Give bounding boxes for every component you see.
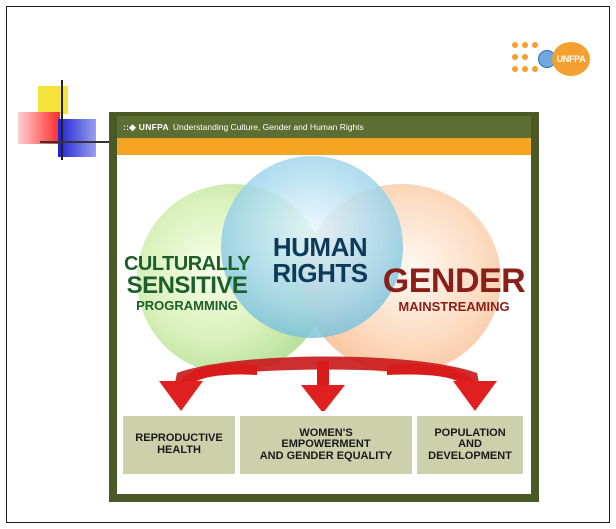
box2-line3: AND GENDER EQUALITY — [259, 449, 393, 462]
box2-line2: EMPOWERMENT — [281, 438, 371, 451]
logo-text: UNFPA — [552, 42, 590, 76]
box3-line2: AND — [458, 438, 482, 451]
arrows-graphic — [159, 356, 497, 411]
human-rights-circle — [221, 156, 403, 338]
arrow-right-head — [453, 381, 497, 411]
orange-bar — [117, 138, 531, 155]
womens-empowerment-box: WOMEN'S EMPOWERMENT AND GENDER EQUALITY — [240, 416, 412, 474]
arrow-band — [175, 356, 479, 383]
arrow-right-stem — [387, 363, 475, 387]
poster-inner: ::◆ UNFPA Understanding Culture, Gender … — [117, 116, 531, 494]
poster-header-title: Understanding Culture, Gender and Human … — [172, 122, 364, 132]
box1-line1: REPRODUCTIVE — [135, 432, 223, 445]
gender-line2: MAINSTREAMING — [398, 299, 510, 314]
arrow-left-stem — [179, 363, 257, 387]
decorative-vertical-line — [61, 80, 63, 160]
hr-line2: RIGHTS — [272, 258, 368, 288]
gender-line1: GENDER — [382, 262, 526, 300]
arrow-left-head — [159, 381, 203, 411]
box2-line1: WOMEN'S — [299, 426, 353, 439]
poster-header: ::◆ UNFPA Understanding Culture, Gender … — [117, 116, 531, 138]
cult-line2: SENSITIVE — [126, 272, 248, 299]
unfpa-logo: UNFPA — [512, 40, 592, 76]
human-rights-label: HUMAN RIGHTS — [265, 234, 375, 286]
poster: ::◆ UNFPA Understanding Culture, Gender … — [109, 112, 539, 502]
population-development-box: POPULATION AND DEVELOPMENT — [417, 416, 523, 474]
gender-mainstreaming-label: GENDER MAINSTREAMING — [379, 264, 529, 313]
decorative-blue-square — [58, 119, 96, 157]
culturally-sensitive-programming-label: CULTURALLY SENSITIVE PROGRAMMING — [117, 254, 257, 312]
box3-line1: POPULATION — [434, 426, 506, 439]
decorative-yellow-square — [38, 86, 68, 114]
decorative-red-square — [18, 112, 60, 144]
reproductive-health-box: REPRODUCTIVE HEALTH — [123, 416, 235, 474]
box1-line2: HEALTH — [157, 444, 201, 456]
arrow-center-stem — [317, 361, 329, 387]
box3-line3: DEVELOPMENT — [428, 449, 512, 462]
decorative-horizontal-line — [40, 141, 120, 143]
poster-header-brand: ::◆ UNFPA — [123, 121, 169, 132]
hr-line1: HUMAN — [272, 232, 368, 262]
cult-line1: CULTURALLY — [123, 253, 251, 275]
logo-dots-icon — [512, 42, 552, 76]
arrow-center-head — [301, 385, 345, 411]
cult-line3: PROGRAMMING — [136, 298, 238, 313]
